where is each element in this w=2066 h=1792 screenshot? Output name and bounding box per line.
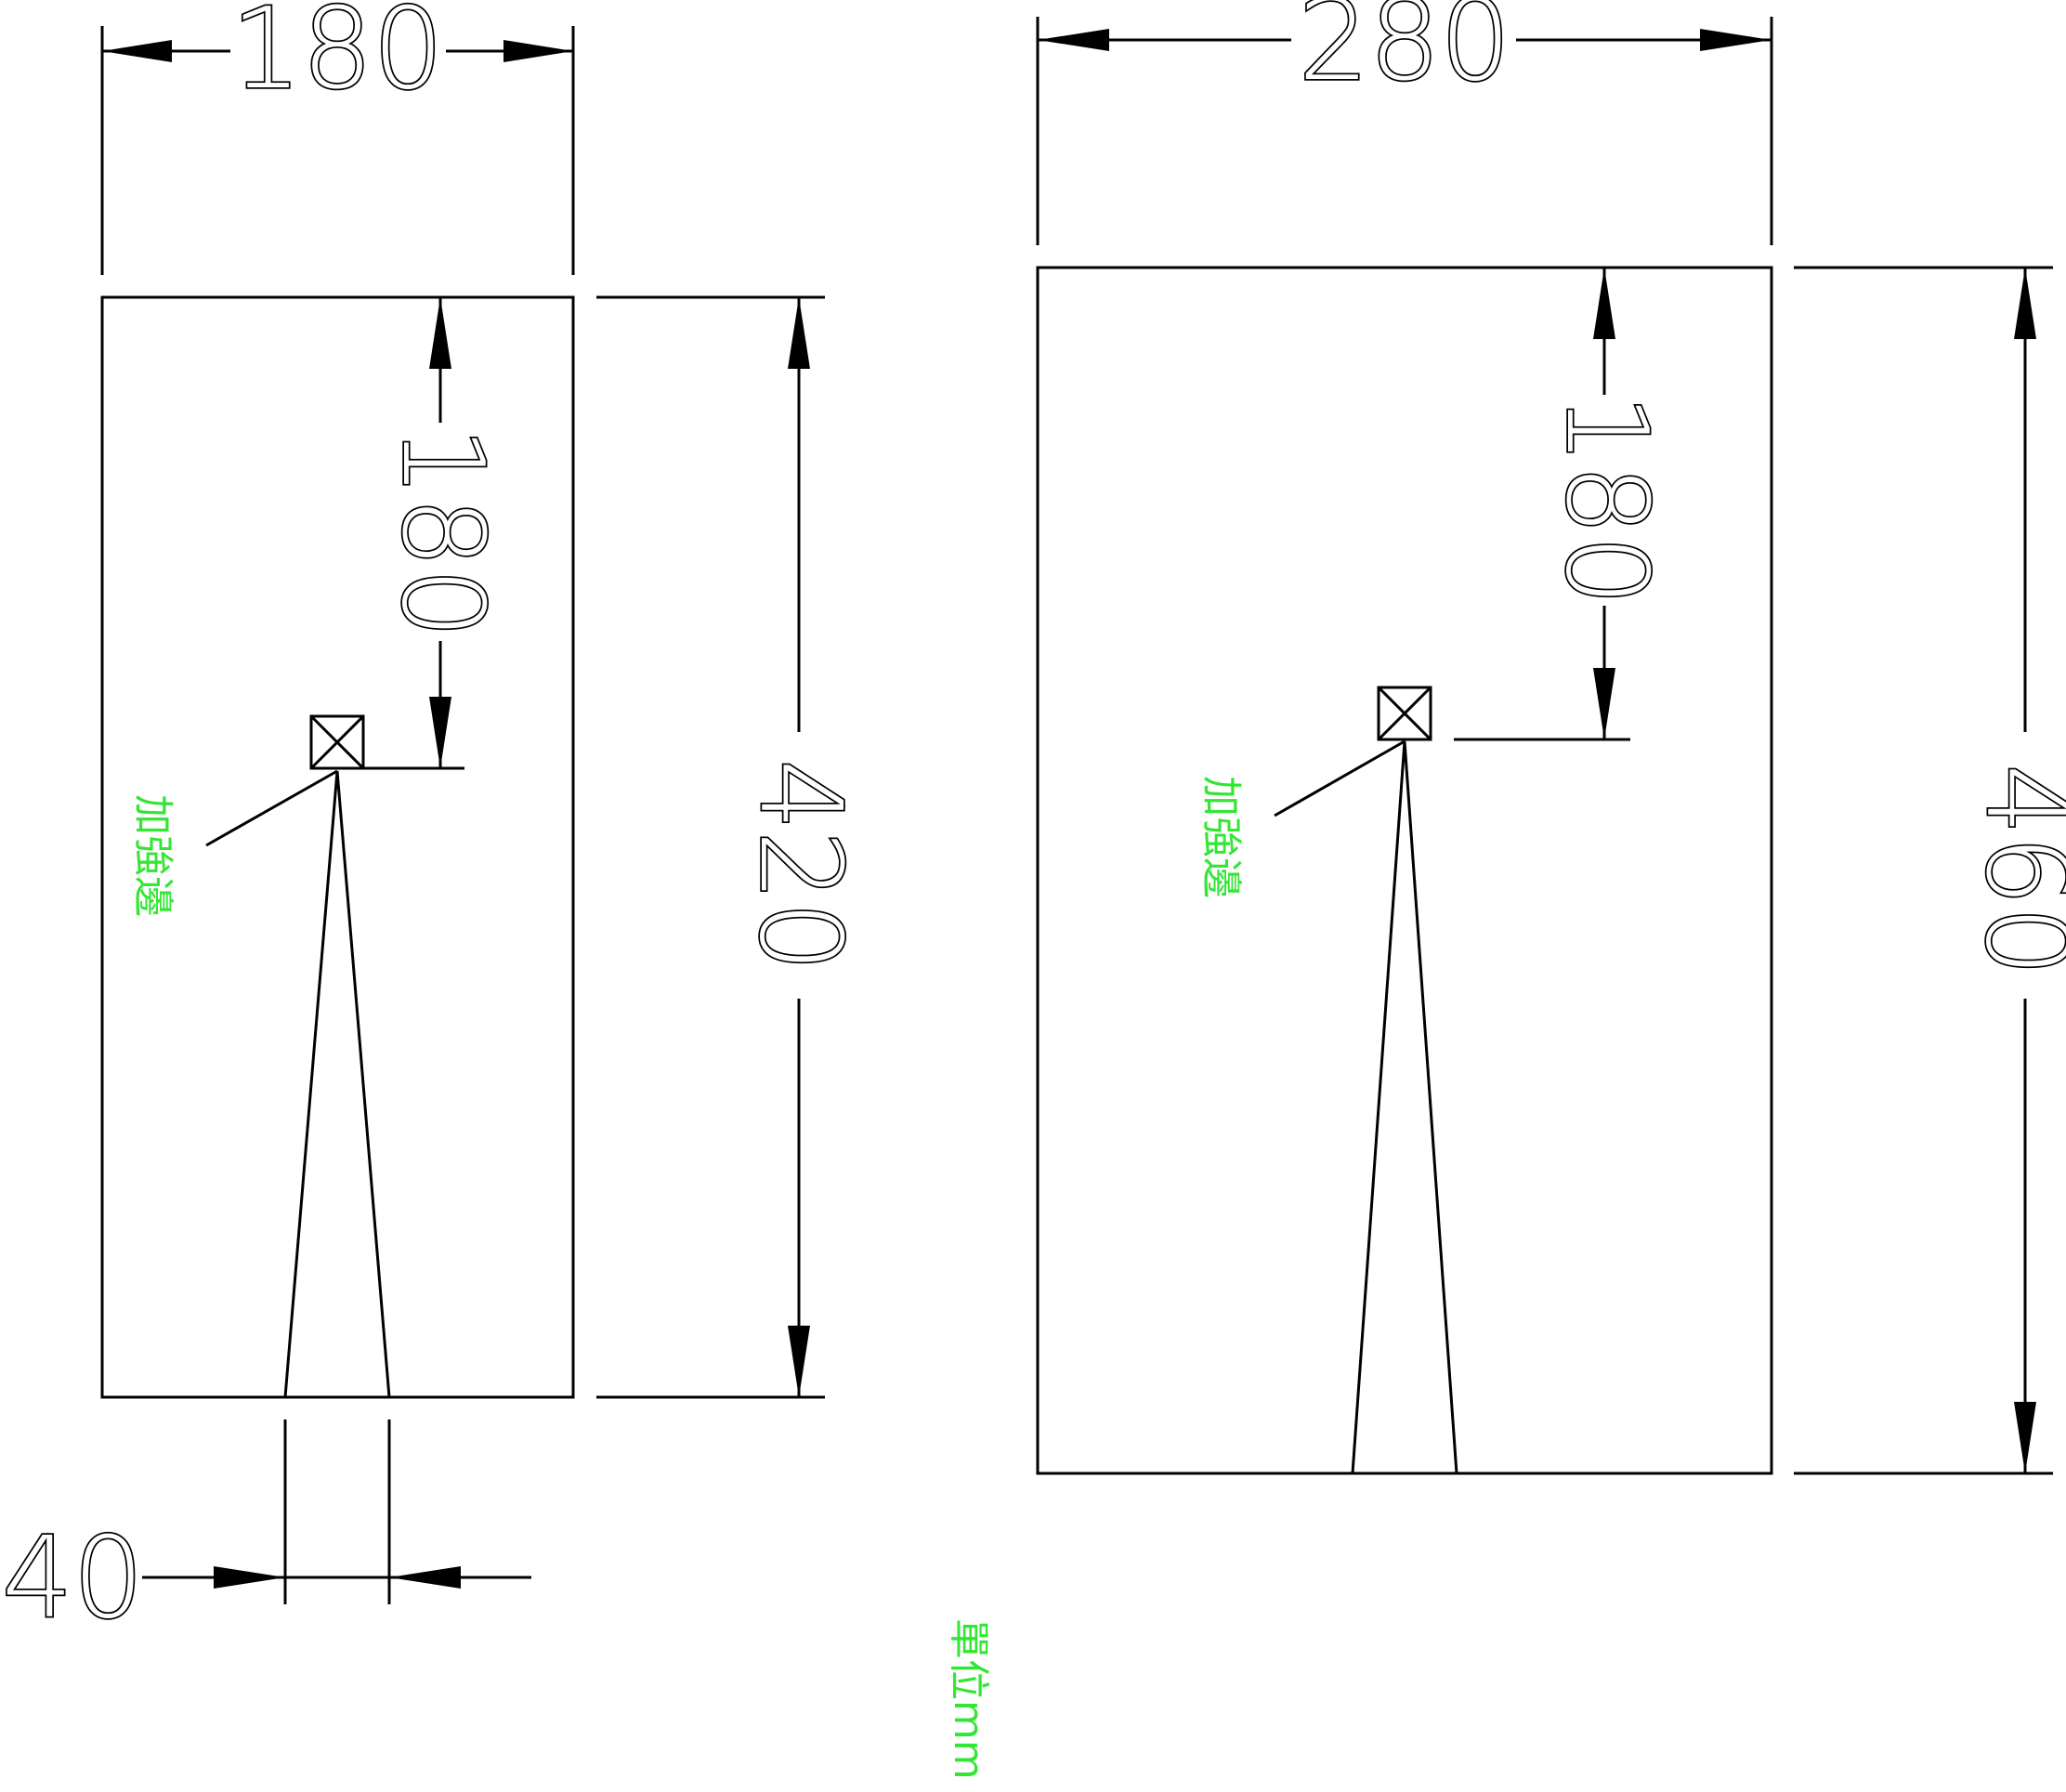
right-width-value: 280 <box>1298 0 1510 106</box>
left-offset-value: 180 <box>377 425 506 638</box>
right-offset-value: 180 <box>1541 393 1670 606</box>
unit-note: 單位mm <box>945 1618 992 1780</box>
left-panel: 加強邊 180 420 1 <box>0 0 866 1645</box>
left-height-value: 420 <box>735 759 864 972</box>
left-width-value: 180 <box>230 0 443 114</box>
left-reinforcement-marker <box>309 714 365 770</box>
left-base-value: 40 <box>2 1514 144 1643</box>
right-reinforcement-marker <box>1377 686 1432 741</box>
left-reinforcement-wedge <box>283 770 391 1398</box>
right-reinforcement-wedge <box>1351 740 1458 1474</box>
left-label-leader <box>205 769 338 847</box>
left-panel-outline <box>100 295 575 1399</box>
right-height-value: 460 <box>1961 764 2066 976</box>
right-offset-dimension: 180 <box>1454 268 1672 741</box>
right-panel: 加強邊 280 460 180 <box>1036 0 2066 1475</box>
left-offset-dimension: 180 <box>363 295 548 770</box>
left-reinforcement-label: 加強邊 <box>129 794 177 917</box>
right-reinforcement-label: 加強邊 <box>1197 776 1245 898</box>
right-height-dimension: 460 <box>1794 266 2066 1475</box>
right-width-dimension: 280 <box>1036 0 1773 245</box>
left-base-dimension: 40 <box>0 1419 531 1645</box>
left-width-dimension: 180 <box>100 0 575 275</box>
left-height-dimension: 420 <box>596 295 866 1399</box>
right-label-leader <box>1274 739 1406 818</box>
right-panel-outline <box>1036 266 1773 1475</box>
